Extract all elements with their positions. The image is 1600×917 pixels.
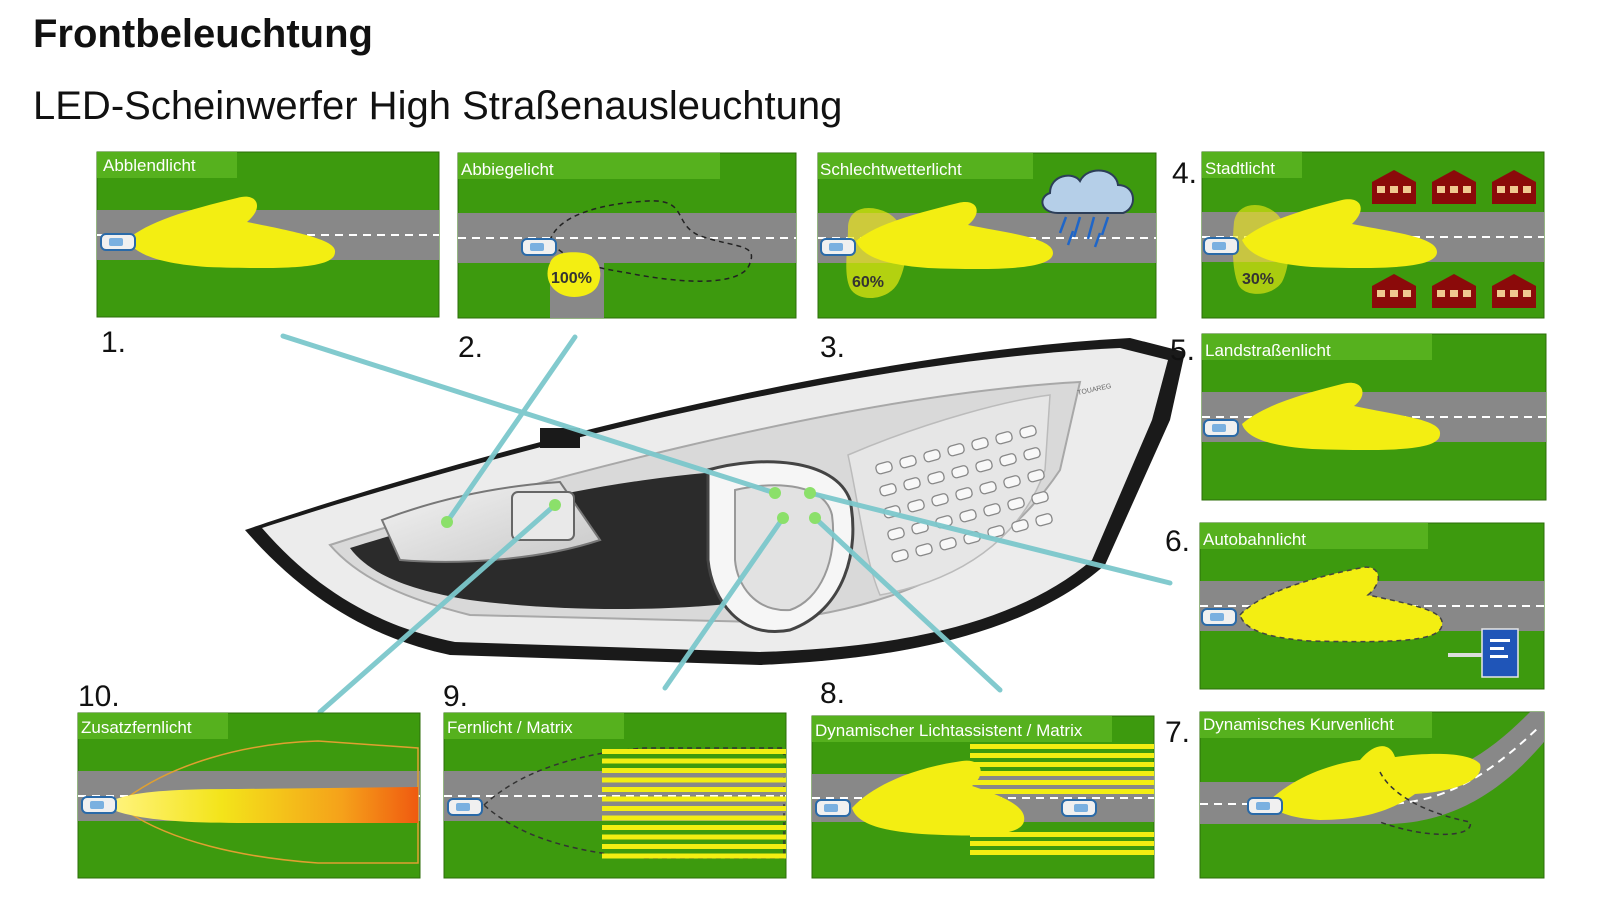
pointer-dot [549, 499, 561, 511]
panel-label: Dynamischer Lichtassistent / Matrix [815, 721, 1083, 740]
matrix-segment [602, 816, 786, 821]
matrix-segment [602, 825, 786, 830]
panel-autobahnlicht: Autobahnlicht [1200, 523, 1544, 689]
matrix-segment [970, 753, 1154, 758]
car-icon [1204, 238, 1238, 254]
car-icon [816, 800, 850, 816]
beam-percent: 30% [1242, 271, 1274, 288]
matrix-segment [970, 789, 1154, 794]
car-icon [1204, 420, 1238, 436]
pointer-dot [777, 512, 789, 524]
panel-number-9: 9. [443, 680, 468, 713]
car-icon [82, 797, 116, 813]
panel-label: Stadtlicht [1205, 159, 1275, 178]
car-icon [101, 234, 135, 250]
panel-label: Landstraßenlicht [1205, 341, 1331, 360]
panel-label: Abbiegelicht [461, 160, 554, 179]
panel-number-4: 4. [1172, 157, 1197, 190]
panel-dynamischer-lichtassistent: Dynamischer Lichtassistent / Matrix [812, 716, 1154, 878]
pointer-dot [809, 512, 821, 524]
panel-abbiegelicht: Abbiegelicht 100% [458, 153, 796, 318]
panel-abblendlicht: Abblendlicht [97, 152, 439, 317]
matrix-segment [602, 854, 786, 859]
panel-label: Schlechtwetterlicht [820, 160, 962, 179]
car-icon [1202, 609, 1236, 625]
matrix-segment [602, 778, 786, 783]
panel-zusatzfernlicht: Zusatzfernlicht [78, 713, 420, 878]
panel-schlechtwetterlicht: Schlechtwetterlicht 60% [818, 153, 1156, 318]
pointer-dot [769, 487, 781, 499]
panel-stadtlicht: Stadtlicht 30% [1202, 152, 1544, 318]
matrix-segment [602, 759, 786, 764]
panel-landstrassenlicht: Landstraßenlicht [1202, 334, 1546, 500]
beam-pattern [116, 787, 418, 823]
pointer-dot [804, 487, 816, 499]
panel-number-3: 3. [820, 331, 845, 364]
matrix-segment [970, 771, 1154, 776]
panel-fernlicht-matrix: Fernlicht / Matrix [444, 713, 786, 878]
panel-label: Zusatzfernlicht [81, 718, 192, 737]
traffic-sign-icon [1482, 629, 1518, 677]
panel-number-10: 10. [78, 680, 120, 713]
matrix-segment [970, 780, 1154, 785]
matrix-segment [602, 806, 786, 811]
matrix-segment [602, 835, 786, 840]
panel-label: Abblendlicht [103, 156, 196, 175]
matrix-segment [602, 787, 786, 792]
matrix-segment [602, 844, 786, 849]
panel-number-7: 7. [1165, 716, 1190, 749]
car-icon [522, 239, 556, 255]
pointer-dot [441, 516, 453, 528]
oncoming-car-icon [1062, 800, 1096, 816]
beam-percent: 100% [551, 270, 592, 287]
panel-number-6: 6. [1165, 525, 1190, 558]
matrix-segment [970, 762, 1154, 767]
panel-number-1: 1. [101, 326, 126, 359]
matrix-segment [602, 749, 786, 754]
panel-label: Fernlicht / Matrix [447, 718, 573, 737]
car-icon [821, 239, 855, 255]
matrix-segment [602, 797, 786, 802]
panel-label: Dynamisches Kurvenlicht [1203, 715, 1394, 734]
panel-number-5: 5. [1170, 334, 1195, 367]
matrix-segment [970, 744, 1154, 749]
matrix-segment [602, 768, 786, 773]
panel-dynamisches-kurvenlicht: Dynamisches Kurvenlicht [1200, 712, 1544, 878]
panel-label: Autobahnlicht [1203, 530, 1306, 549]
matrix-segment [970, 841, 1154, 846]
panel-number-8: 8. [820, 677, 845, 710]
car-icon [1248, 798, 1282, 814]
beam-percent: 60% [852, 274, 884, 291]
panel-number-2: 2. [458, 331, 483, 364]
matrix-segment [970, 850, 1154, 855]
car-icon [448, 799, 482, 815]
